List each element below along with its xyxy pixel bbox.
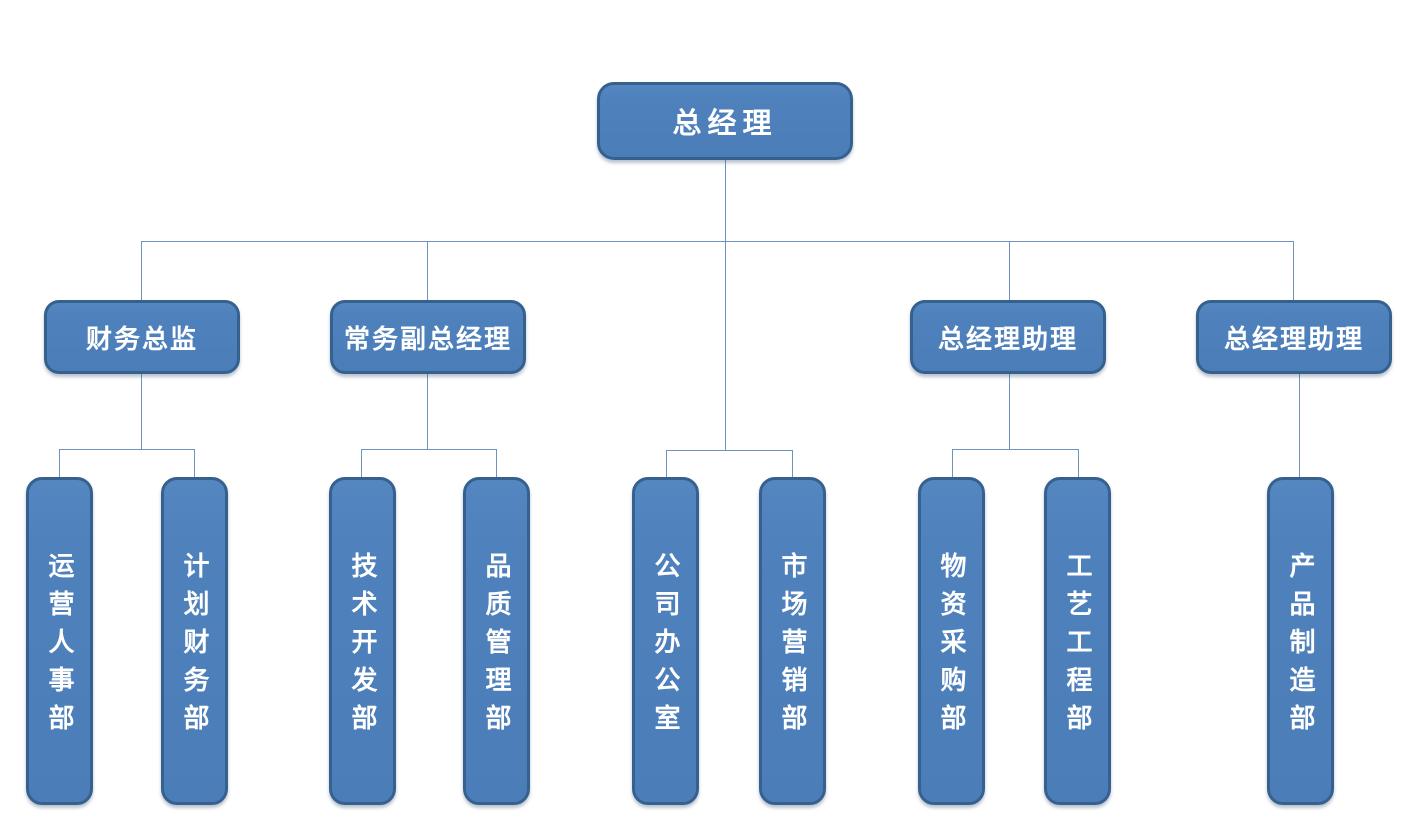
node-deputy-general-manager: 常务副总经理	[330, 300, 526, 374]
connector-rail-finance-director	[59, 449, 195, 450]
dept-label: 公司办公室	[650, 552, 680, 742]
dept-label: 物资采购部	[936, 552, 966, 742]
connector-drop-gm-assistant-2	[1293, 241, 1294, 301]
node-gm-assistant-2: 总经理助理	[1196, 300, 1392, 374]
connector-drop-operations-hr	[59, 449, 60, 477]
connector-stem-gm-assistant-1	[1009, 374, 1010, 449]
node-dept-marketing: 市场营销部	[759, 477, 826, 805]
connector-drop-tech-development	[361, 449, 362, 477]
node-dept-company-office: 公司办公室	[632, 477, 699, 805]
dept-label: 技术开发部	[347, 552, 377, 742]
dept-label: 产品制造部	[1285, 552, 1315, 742]
node-dept-process-engineering: 工艺工程部	[1044, 477, 1111, 805]
connector-drop-procurement	[952, 449, 953, 477]
node-gm-assistant-1: 总经理助理	[910, 300, 1106, 374]
connector-drop-quality-management	[496, 449, 497, 477]
node-dept-product-manufacturing: 产品制造部	[1267, 477, 1334, 805]
node-general-manager: 总经理	[597, 82, 853, 160]
connector-stem-finance-director	[141, 374, 142, 449]
dept-label: 运营人事部	[44, 552, 74, 742]
node-dept-tech-development: 技术开发部	[329, 477, 396, 805]
node-finance-director: 财务总监	[44, 300, 240, 374]
connector-main-rail	[141, 241, 1294, 242]
connector-drop-company-office	[666, 450, 667, 477]
dept-label: 工艺工程部	[1062, 552, 1092, 742]
node-dept-planning-finance: 计划财务部	[161, 477, 228, 805]
connector-drop-process-engineering	[1078, 449, 1079, 477]
connector-drop-deputy-gm	[427, 241, 428, 301]
node-dept-operations-hr: 运营人事部	[26, 477, 93, 805]
dept-label: 市场营销部	[777, 552, 807, 742]
connector-center-rail	[666, 450, 792, 451]
node-dept-procurement: 物资采购部	[918, 477, 985, 805]
connector-rail-gm-assistant-1	[952, 449, 1078, 450]
connector-drop-planning-finance	[194, 449, 195, 477]
connector-center-stem	[725, 241, 726, 450]
dept-label: 计划财务部	[179, 552, 209, 742]
connector-drop-gm-assistant-1	[1009, 241, 1010, 301]
connector-rail-deputy-gm	[361, 449, 496, 450]
connector-stem-gm-assistant-2	[1299, 374, 1300, 477]
node-dept-quality-management: 品质管理部	[463, 477, 530, 805]
connector-root-stem	[725, 160, 726, 241]
connector-stem-deputy-gm	[427, 374, 428, 449]
connector-drop-finance-director	[141, 241, 142, 301]
dept-label: 品质管理部	[481, 552, 511, 742]
connector-drop-marketing	[792, 450, 793, 477]
